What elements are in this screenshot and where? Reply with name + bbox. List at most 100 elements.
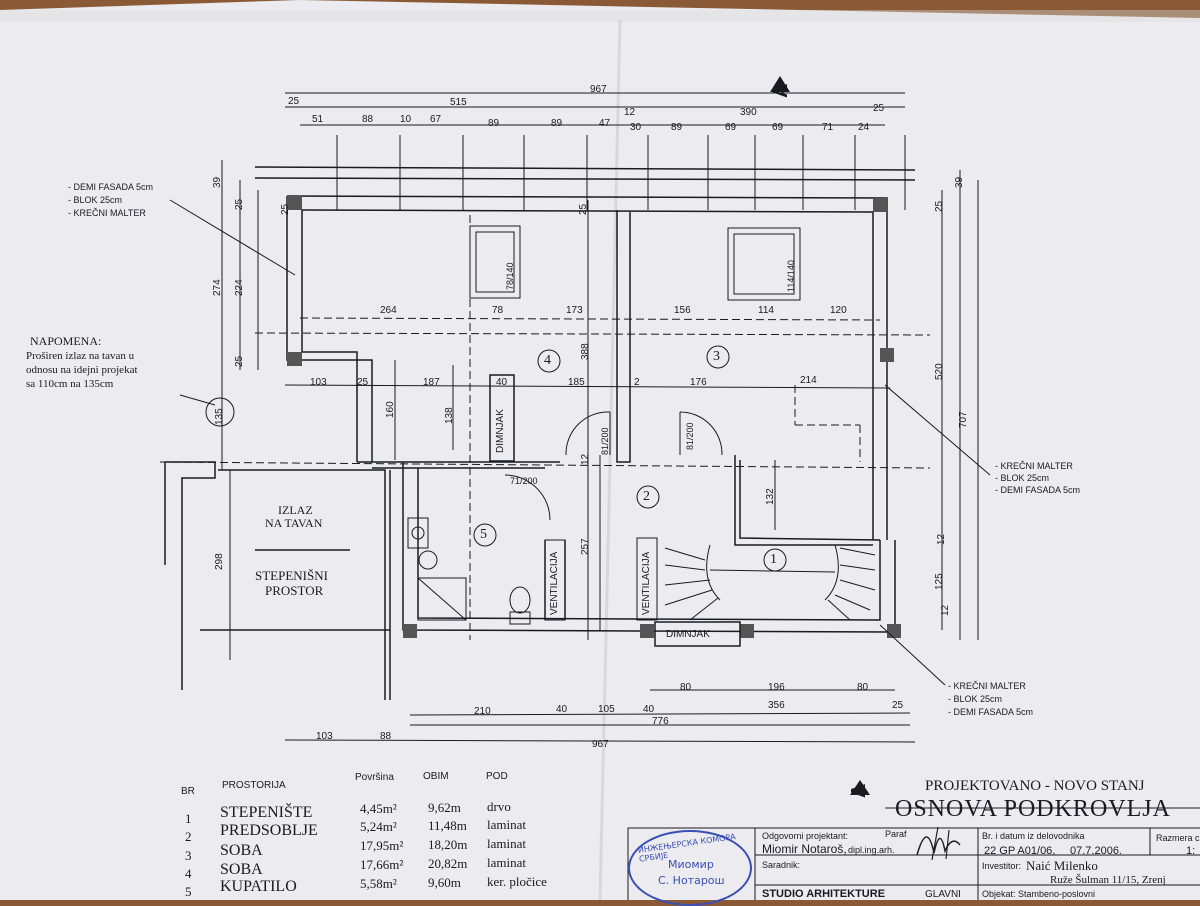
dim-left-298: 298	[214, 553, 225, 570]
dim-mid: 103	[310, 377, 327, 388]
wall-note: - BLOK 25cm	[995, 473, 1050, 483]
ventilation-label: VENTILACIJA	[549, 551, 560, 615]
window-label: 78/140	[505, 262, 515, 290]
row-name: SOBA	[220, 861, 263, 878]
investor-name: Naić Milenko	[1026, 858, 1098, 873]
dim-top-row: 89	[551, 118, 563, 129]
dim-bottom2: 40	[643, 704, 655, 715]
dim-top-row: 10	[400, 114, 412, 125]
dim-right-25: 25	[934, 200, 945, 212]
row-area: 5,58m²	[360, 876, 397, 891]
dim-bottom1: 80	[857, 682, 869, 693]
table-header-area: Površina	[355, 772, 394, 783]
dim-bottom-total: 103	[316, 731, 333, 742]
dim-bottom2: 105	[598, 704, 615, 715]
dim-top-row: 47	[599, 118, 611, 129]
dim-bottom1: 196	[768, 682, 785, 693]
object-value: Stambeno-poslovni	[1018, 889, 1096, 899]
section-mark: A	[770, 83, 792, 98]
main-label: GLAVNI	[925, 889, 961, 900]
dim-vert-misc: 12	[580, 453, 591, 465]
dim-top-left: 515	[450, 97, 467, 108]
row-br: 3	[185, 848, 192, 863]
dim-mid: 214	[800, 375, 817, 386]
project-status: PROJEKTOVANO - NOVO STANJ	[925, 778, 1145, 794]
room-number-2: 2	[643, 489, 651, 504]
row-perimeter: 9,62m	[428, 800, 461, 815]
dim-bottom-776: 776	[652, 716, 669, 727]
row-floor: drvo	[487, 799, 511, 814]
dim-right-520: 520	[934, 363, 945, 380]
dim-mid: 2	[634, 377, 640, 388]
row-area: 17,95m²	[360, 838, 404, 853]
signature	[916, 826, 961, 861]
wall-note: - KREČNI MALTER	[948, 681, 1026, 691]
wall-note: - DEMI FASADA 5cm	[948, 707, 1034, 717]
dim-top-row: 30	[630, 122, 642, 133]
row-br: 1	[185, 811, 192, 826]
dim-room4: 264	[380, 305, 397, 316]
dim-vert-misc: 160	[385, 401, 396, 418]
ventilation-label: VENTILACIJA	[641, 551, 652, 615]
investor-label: Investitor:	[982, 861, 1022, 871]
dim-bottom-total: 967	[592, 739, 609, 750]
row-name: PREDSOBLJE	[220, 822, 318, 839]
dim-room4: 173	[566, 305, 583, 316]
studio-name: STUDIO ARHITEKTURE	[762, 888, 886, 900]
chimney-label: DIMNJAK	[666, 629, 710, 640]
number-value: 22 GP A01/06,	[984, 845, 1056, 857]
investor-address: Ruže Šulman 11/15, Zrenj	[1050, 874, 1166, 886]
object-label: Objekat:	[982, 889, 1016, 899]
dim-mid: 185	[568, 377, 585, 388]
number-date-label: Br. i datum iz delovodnika	[982, 831, 1085, 841]
dim-right-12: 12	[936, 533, 947, 545]
dim-vert-misc: 257	[580, 538, 591, 555]
door-label: 71/200	[510, 476, 538, 486]
stamp-name: С. Нотарош	[658, 874, 725, 887]
dim-top-row: 89	[671, 122, 683, 133]
row-br: 2	[185, 829, 192, 844]
section-mark: A	[848, 783, 870, 798]
dim-top-row: 69	[772, 122, 784, 133]
scale-label: Razmera cr	[1156, 833, 1200, 843]
dim-bottom2: 356	[768, 700, 785, 711]
dim-bottom-total: 88	[380, 731, 392, 742]
responsible-label: Odgovorni projektant:	[762, 831, 849, 841]
dim-bottom1: 80	[680, 682, 692, 693]
dim-mid: 40	[496, 377, 508, 388]
table-header-perimeter: OBIM	[423, 771, 449, 782]
wall-note: - DEMI FASADA 5cm	[995, 485, 1081, 495]
row-perimeter: 11,48m	[428, 818, 467, 833]
note-title: NAPOMENA:	[30, 334, 102, 348]
scale-value: 1:	[1186, 845, 1196, 857]
dim-vert-misc: 132	[765, 488, 776, 505]
dim-vert-misc: 12	[940, 604, 951, 616]
dim-mid: 187	[423, 377, 440, 388]
row-floor: laminat	[487, 836, 526, 851]
wall-note: - KREČNI MALTER	[995, 461, 1073, 471]
row-perimeter: 18,20m	[428, 837, 468, 852]
wall-note: - BLOK 25cm	[948, 694, 1003, 704]
dim-top-row: 51	[312, 114, 324, 125]
window-label: 114/140	[786, 260, 796, 292]
note-line: odnosu na idejni projekat	[26, 364, 138, 376]
dim-top-row: 71	[822, 122, 834, 133]
dim-room3: 114	[758, 305, 774, 316]
row-perimeter: 20,82m	[428, 856, 468, 871]
paraf-label: Paraf	[885, 829, 907, 839]
dim-bottom2: 25	[892, 700, 904, 711]
room-number-3: 3	[713, 349, 721, 364]
dim-top-row: 69	[725, 122, 737, 133]
dim-top-margin-right: 25	[873, 103, 885, 114]
dim-left-25b: 25	[234, 355, 245, 367]
room-number-5: 5	[480, 527, 488, 542]
dim-top-margin-left: 25	[288, 96, 300, 107]
row-br: 4	[185, 866, 192, 881]
room-number-1: 1	[770, 552, 778, 567]
date-value: 07.7.2006.	[1070, 845, 1122, 857]
row-floor: laminat	[487, 817, 526, 832]
door-label: 81/200	[600, 427, 610, 455]
stair-space-label: PROSTOR	[265, 583, 324, 598]
dim-left-135: 135	[214, 408, 225, 425]
note-line: Proširen izlaz na tavan u	[26, 350, 135, 362]
